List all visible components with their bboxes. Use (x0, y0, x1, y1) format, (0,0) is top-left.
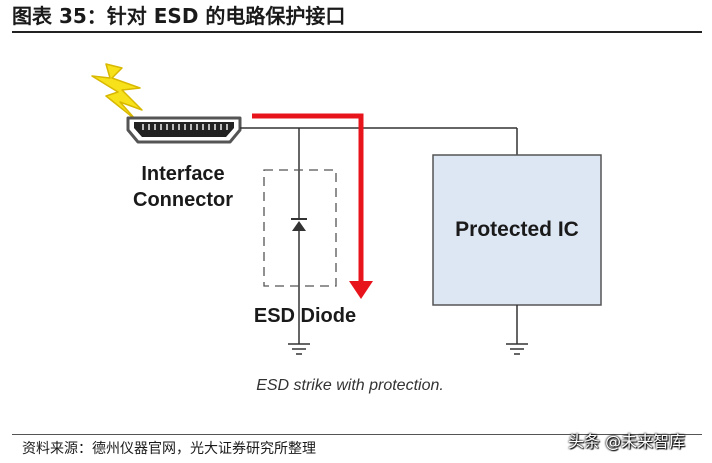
diode-dashed-enclosure (263, 169, 337, 287)
diagram-caption: ESD strike with protection. (256, 377, 444, 394)
source-note: 资料来源：德州仪器官网，光大证券研究所整理 (22, 441, 316, 457)
connector-label-line1: Interface (141, 163, 225, 185)
watermark: 头条 @未来智库 (568, 432, 686, 451)
esd-strike-arrow (252, 113, 373, 299)
ground-icon (506, 343, 528, 355)
connector-label-line2: Connector (133, 189, 233, 211)
title-divider (12, 31, 702, 33)
protected-ic-label: Protected IC (455, 218, 579, 241)
figure-title: 图表 35：针对 ESD 的电路保护接口 (12, 4, 346, 28)
signal-wire (240, 127, 518, 155)
esd-diode-label: ESD Diode (253, 305, 357, 327)
protected-ic-box (432, 154, 602, 306)
connector-label: Interface Connector (108, 161, 258, 213)
lightning-bolt-icon (91, 63, 143, 121)
hdmi-connector-icon (126, 116, 242, 144)
diode-symbol-icon (291, 218, 307, 231)
ground-icon (288, 343, 310, 355)
footer-divider (12, 434, 702, 435)
